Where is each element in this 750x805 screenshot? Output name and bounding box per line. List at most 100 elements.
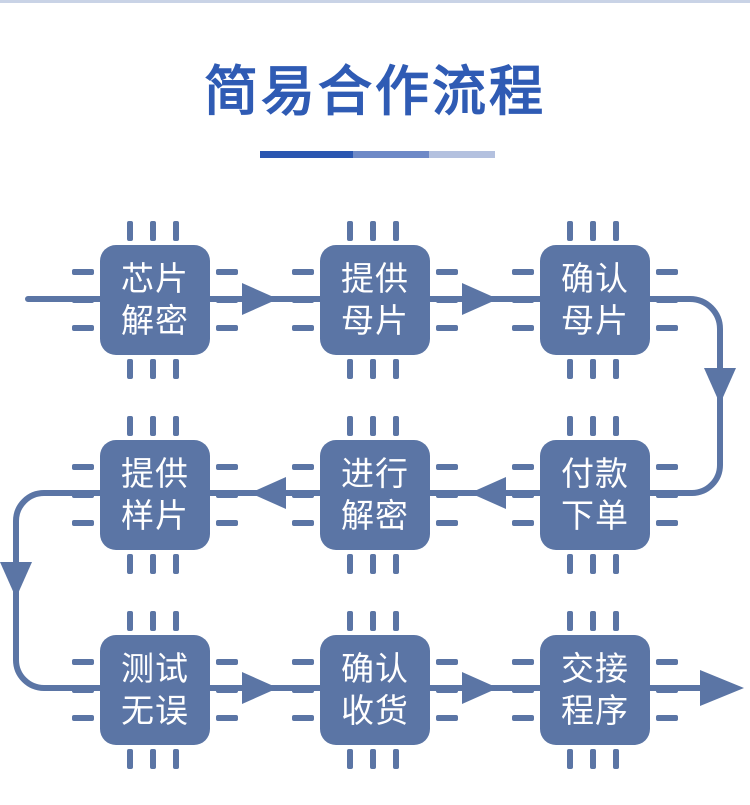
step-1-line-1: 芯片 xyxy=(121,259,189,298)
chip-pin-bottom xyxy=(393,554,399,574)
step-5-line-1: 进行 xyxy=(341,454,409,493)
chip-pin-left xyxy=(512,520,534,526)
flow-arrowheads xyxy=(0,283,744,706)
chip-pin-right xyxy=(656,659,678,665)
chip-pin-left xyxy=(292,715,314,721)
chip-pin-bottom xyxy=(347,749,353,769)
chip-pin-top xyxy=(347,611,353,631)
chip-pin-right xyxy=(656,492,678,498)
chip-pin-left xyxy=(512,659,534,665)
chip-pin-bottom xyxy=(567,554,573,574)
chip-pin-top xyxy=(150,611,156,631)
chip-pin-bottom xyxy=(393,749,399,769)
chip-pin-bottom xyxy=(613,554,619,574)
chip-pin-top xyxy=(370,611,376,631)
chip-pin-bottom xyxy=(127,359,133,379)
step-chip-8: 确认 收货 xyxy=(320,635,430,745)
chip-pin-right xyxy=(216,715,238,721)
chip-pin-left xyxy=(72,659,94,665)
step-9-line-1: 交接 xyxy=(561,649,629,688)
chip-pin-left xyxy=(512,492,534,498)
chip-pin-top xyxy=(370,221,376,241)
chip-pin-top xyxy=(567,611,573,631)
chip-pin-right xyxy=(656,325,678,331)
chip-body xyxy=(540,635,650,745)
step-chip-7: 测试 无误 xyxy=(100,635,210,745)
chip-pin-top xyxy=(370,416,376,436)
step-3-line-2: 母片 xyxy=(561,301,629,340)
arrow-down-icon xyxy=(0,562,32,598)
step-6-line-1: 提供 xyxy=(121,454,189,493)
chip-pin-top xyxy=(393,221,399,241)
chip-body xyxy=(100,245,210,355)
chip-pin-bottom xyxy=(613,749,619,769)
chip-pin-top xyxy=(393,611,399,631)
chip-pin-top xyxy=(150,221,156,241)
arrow-right-icon xyxy=(242,672,278,704)
step-1-line-2: 解密 xyxy=(121,301,189,340)
chip-pin-right xyxy=(436,325,458,331)
chip-pin-left xyxy=(292,659,314,665)
step-chip-5: 进行 解密 xyxy=(320,440,430,550)
chip-body xyxy=(540,440,650,550)
chip-pin-bottom xyxy=(567,359,573,379)
chip-pin-left xyxy=(292,325,314,331)
chip-body xyxy=(100,635,210,745)
chip-pin-bottom xyxy=(370,749,376,769)
chip-pin-top xyxy=(347,221,353,241)
chip-pin-right xyxy=(436,659,458,665)
chip-pin-bottom xyxy=(127,554,133,574)
step-2-line-1: 提供 xyxy=(341,259,409,298)
chip-pin-right xyxy=(216,659,238,665)
chip-pin-left xyxy=(292,687,314,693)
chip-pin-top xyxy=(567,416,573,436)
step-7-line-1: 测试 xyxy=(121,649,189,688)
chip-pin-top xyxy=(393,416,399,436)
chip-pin-right xyxy=(656,269,678,275)
chip-pin-top xyxy=(590,221,596,241)
chip-pin-bottom xyxy=(393,359,399,379)
chip-pin-top xyxy=(590,416,596,436)
chip-pin-left xyxy=(512,325,534,331)
step-2-line-2: 母片 xyxy=(341,301,409,340)
chip-pin-right xyxy=(216,520,238,526)
step-8-line-1: 确认 xyxy=(341,649,409,688)
step-7-line-2: 无误 xyxy=(121,691,189,730)
chip-pin-top xyxy=(347,416,353,436)
chip-pin-right xyxy=(216,269,238,275)
chip-pin-bottom xyxy=(347,554,353,574)
chip-pin-bottom xyxy=(590,554,596,574)
chip-pin-bottom xyxy=(173,554,179,574)
chip-pin-right xyxy=(216,325,238,331)
step-chip-1: 芯片 解密 xyxy=(100,245,210,355)
chip-pin-bottom xyxy=(150,749,156,769)
chip-pin-left xyxy=(72,269,94,275)
chip-pin-left xyxy=(512,715,534,721)
arrow-left-icon xyxy=(470,477,506,509)
chip-pin-bottom xyxy=(173,749,179,769)
chip-pin-top xyxy=(613,611,619,631)
chip-body xyxy=(320,635,430,745)
chip-pin-top xyxy=(173,611,179,631)
title-underline-light xyxy=(429,151,495,158)
chip-pin-left xyxy=(292,464,314,470)
chip-pin-left xyxy=(72,520,94,526)
chip-pin-top xyxy=(590,611,596,631)
step-6-line-2: 样片 xyxy=(121,496,189,535)
chip-pin-bottom xyxy=(347,359,353,379)
step-chip-9: 交接 程序 xyxy=(540,635,650,745)
chip-pin-left xyxy=(512,269,534,275)
chip-pin-bottom xyxy=(173,359,179,379)
chip-body xyxy=(540,245,650,355)
chip-pin-right xyxy=(656,715,678,721)
chip-pin-top xyxy=(127,611,133,631)
chip-pin-right xyxy=(656,687,678,693)
chip-pin-bottom xyxy=(370,359,376,379)
step-3-line-1: 确认 xyxy=(561,259,629,298)
chip-pin-right xyxy=(656,520,678,526)
page-title: 简易合作流程 xyxy=(204,60,546,123)
chip-pin-bottom xyxy=(590,359,596,379)
chip-pin-right xyxy=(216,687,238,693)
arrow-right-icon xyxy=(462,672,498,704)
